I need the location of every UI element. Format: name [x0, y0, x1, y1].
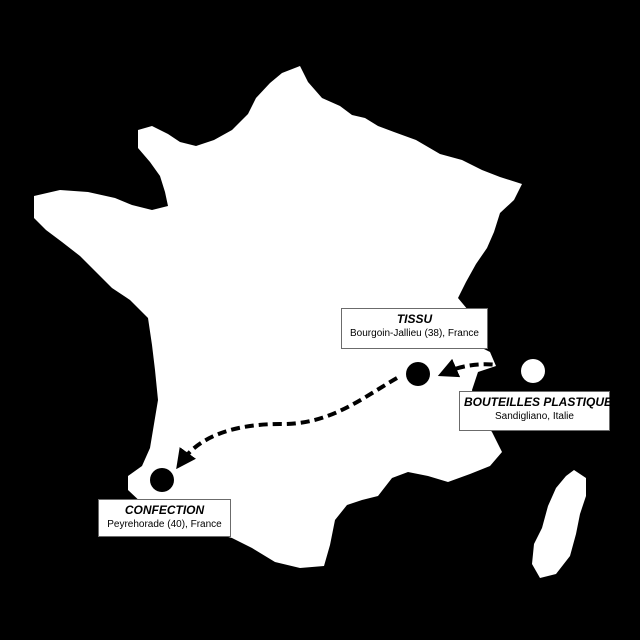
label-confection: CONFECTION Peyrehorade (40), France — [98, 499, 231, 537]
label-tissu-title: TISSU — [396, 312, 433, 326]
label-bouteilles: BOUTEILLES PLASTIQUE Sandigliano, Italie — [459, 391, 613, 431]
label-bouteilles-place: Sandigliano, Italie — [495, 411, 574, 422]
marker-bouteilles — [521, 359, 545, 383]
label-confection-place: Peyrehorade (40), France — [107, 519, 222, 530]
marker-tissu — [406, 362, 430, 386]
label-confection-title: CONFECTION — [124, 503, 205, 517]
mainland-france-shape — [34, 66, 522, 568]
route-tissu-to-confection — [176, 376, 398, 470]
label-tissu-place: Bourgoin-Jallieu (38), France — [350, 328, 479, 339]
marker-confection — [150, 468, 174, 492]
label-tissu: TISSU Bourgoin-Jallieu (38), France — [341, 308, 488, 349]
corsica-shape — [532, 470, 586, 578]
label-bouteilles-title: BOUTEILLES PLASTIQUE — [464, 395, 613, 409]
route-bouteilles-to-tissu — [437, 358, 521, 378]
